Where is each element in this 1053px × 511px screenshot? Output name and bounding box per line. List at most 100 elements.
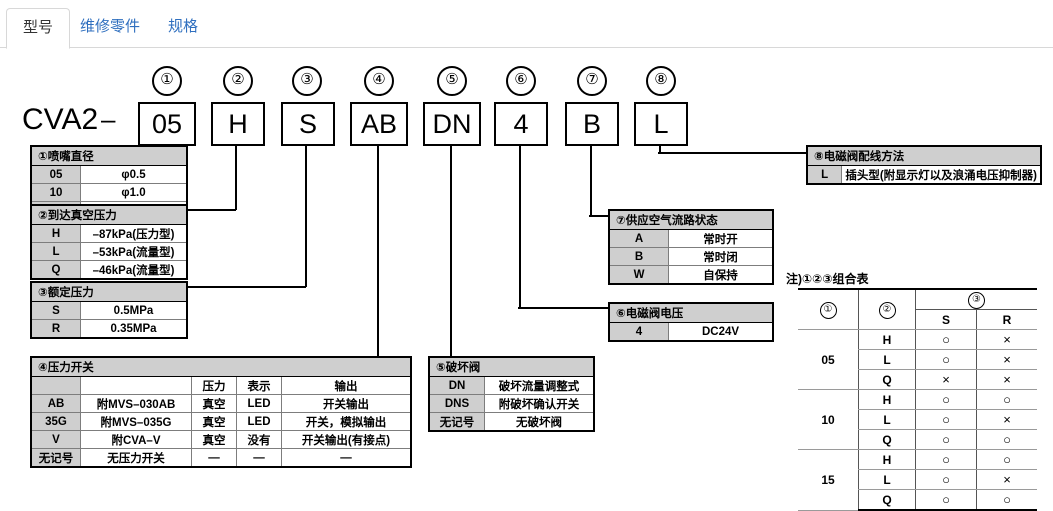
table-solenoid-wiring: ⑧电磁阀配线方法 L 插头型(附显示灯以及浪涌电压抑制器) [806, 145, 1043, 185]
code-box-6[interactable]: 4 [494, 102, 548, 146]
t4-pressure-2: 真空 [191, 430, 237, 449]
combo-10-H-R: ○ [976, 389, 1037, 410]
leader-3-v [305, 144, 307, 287]
table-row: 05 H ○ × [798, 329, 1037, 390]
combo-type-15-H: H [858, 449, 916, 470]
table-rated-pressure: ③额定压力 S 0.5MPa R 0.35MPa [30, 281, 188, 339]
t7-val-2: 自保持 [668, 265, 774, 285]
combo-05-L-S: ○ [915, 349, 977, 370]
t5-val-2: 无破坏阀 [484, 412, 595, 432]
table-break-valve: ⑤破坏阀 DN 破坏流量调整式 DNS 附破坏确认开关 无记号 无破坏阀 [428, 356, 595, 432]
tab-bar: 型号 维修零件 规格 [0, 0, 1053, 49]
t4-key-0: AB [30, 394, 81, 413]
leader-6-h [518, 307, 610, 309]
table-row: L 插头型(附显示灯以及浪涌电压抑制器) [806, 165, 1043, 185]
t2-val-2: –46kPa(流量型) [80, 260, 188, 280]
t5-key-2: 无记号 [428, 412, 485, 432]
code-box-1[interactable]: 05 [138, 102, 196, 146]
table-row: L ○ × [798, 409, 1037, 430]
code-index-3: ③ [292, 66, 322, 96]
table-8-title: ⑧电磁阀配线方法 [806, 145, 1042, 166]
t1-val-1: φ1.0 [80, 183, 188, 202]
combo-05-Q-S: × [915, 369, 977, 390]
table-row: 无记号 无破坏阀 [428, 412, 595, 432]
t4-hdr-1 [80, 376, 192, 395]
t3-val-0: 0.5MPa [80, 301, 188, 320]
code-box-2[interactable]: H [211, 102, 265, 146]
tab-repair-parts[interactable]: 维修零件 [80, 18, 141, 35]
combo-15-H-R: ○ [976, 449, 1037, 470]
table-vacuum-pressure: ②到达真空压力 H –87kPa(压力型) L –53kPa(流量型) Q –4… [30, 204, 188, 280]
leader-7-h [589, 215, 610, 217]
combo-header-row-2: S R [798, 309, 1037, 330]
table-row: 15 H ○ ○ [798, 449, 1037, 511]
combo-10-L-S: ○ [915, 409, 977, 430]
t4-display-3: — [236, 448, 282, 468]
t4-pressure-0: 真空 [191, 394, 237, 413]
combo-05-H-S: ○ [915, 329, 977, 350]
table-row: 10 φ1.0 [30, 183, 188, 202]
t7-val-0: 常时开 [668, 229, 774, 248]
combination-table: ① ② ③ S R 05 H ○ × L ○ × Q × × [798, 288, 1037, 511]
t4-key-3: 无记号 [30, 448, 81, 468]
t4-display-1: LED [236, 412, 282, 431]
t4-model-3: 无压力开关 [80, 448, 192, 468]
leader-3-h [186, 286, 306, 288]
combo-size-15: 15 [798, 449, 859, 511]
t6-val-0: DC24V [668, 322, 774, 342]
combo-05-H-R: × [976, 329, 1037, 350]
combo-size-05: 05 [798, 329, 859, 390]
t4-pressure-1: 真空 [191, 412, 237, 431]
table-row: AB 附MVS–030AB 真空 LED 开关输出 [30, 394, 412, 413]
combo-10-L-R: × [976, 409, 1037, 430]
t8-val-0: 插头型(附显示灯以及浪涌电压抑制器) [841, 165, 1043, 185]
combo-10-H-S: ○ [915, 389, 977, 410]
combo-col-1-header: ① [798, 288, 859, 330]
leader-8-v [659, 144, 661, 153]
table-row: L ○ × [798, 469, 1037, 490]
leader-7-v [590, 144, 592, 216]
t2-val-1: –53kPa(流量型) [80, 242, 188, 261]
combo-type-05-L: L [858, 349, 916, 370]
tab-bar-underline [0, 47, 1053, 48]
combination-table-title: 注)①②③组合表 [786, 272, 869, 286]
table-solenoid-voltage: ⑥电磁阀电压 4 DC24V [608, 302, 774, 342]
table-row: W 自保持 [608, 265, 774, 285]
table-2-title: ②到达真空压力 [30, 204, 188, 225]
code-index-6: ⑥ [506, 66, 536, 96]
combo-type-05-Q: Q [858, 369, 916, 390]
t8-key-0: L [806, 165, 843, 185]
code-index-7: ⑦ [577, 66, 607, 96]
code-box-8[interactable]: L [634, 102, 688, 146]
code-box-7[interactable]: B [565, 102, 619, 146]
combo-10-Q-S: ○ [915, 429, 977, 450]
product-series-label: CVA2 [22, 103, 99, 136]
code-box-5[interactable]: DN [423, 102, 481, 146]
table-row: H –87kPa(压力型) [30, 224, 188, 243]
t7-key-1: B [608, 247, 669, 266]
t3-key-0: S [30, 301, 81, 320]
t4-key-1: 35G [30, 412, 81, 431]
code-index-2: ② [223, 66, 253, 96]
model-number-diagram: ① ② ③ ④ ⑤ ⑥ ⑦ ⑧ CVA2 – 05 H S AB DN 4 B … [0, 48, 1053, 511]
code-box-3[interactable]: S [281, 102, 335, 146]
table-4-title: ④压力开关 [30, 356, 412, 377]
t4-display-2: 没有 [236, 430, 282, 449]
table-row: 35G 附MVS–035G 真空 LED 开关，模拟输出 [30, 412, 412, 431]
t5-key-1: DNS [428, 394, 485, 413]
t2-key-0: H [30, 224, 81, 243]
tab-model-number[interactable]: 型号 [6, 8, 71, 49]
t4-model-1: 附MVS–035G [80, 412, 192, 431]
t4-display-0: LED [236, 394, 282, 413]
table-row: L –53kPa(流量型) [30, 242, 188, 261]
code-box-4[interactable]: AB [350, 102, 408, 146]
t5-val-1: 附破坏确认开关 [484, 394, 595, 413]
t4-hdr-4: 输出 [281, 376, 412, 395]
combo-05-L-R: × [976, 349, 1037, 370]
table-5-title: ⑤破坏阀 [428, 356, 595, 377]
tab-specifications[interactable]: 规格 [168, 18, 199, 35]
leader-6-v [519, 144, 521, 308]
combo-15-L-S: ○ [915, 469, 977, 490]
t7-key-2: W [608, 265, 669, 285]
table-row: V 附CVA–V 真空 没有 开关输出(有接点) [30, 430, 412, 449]
